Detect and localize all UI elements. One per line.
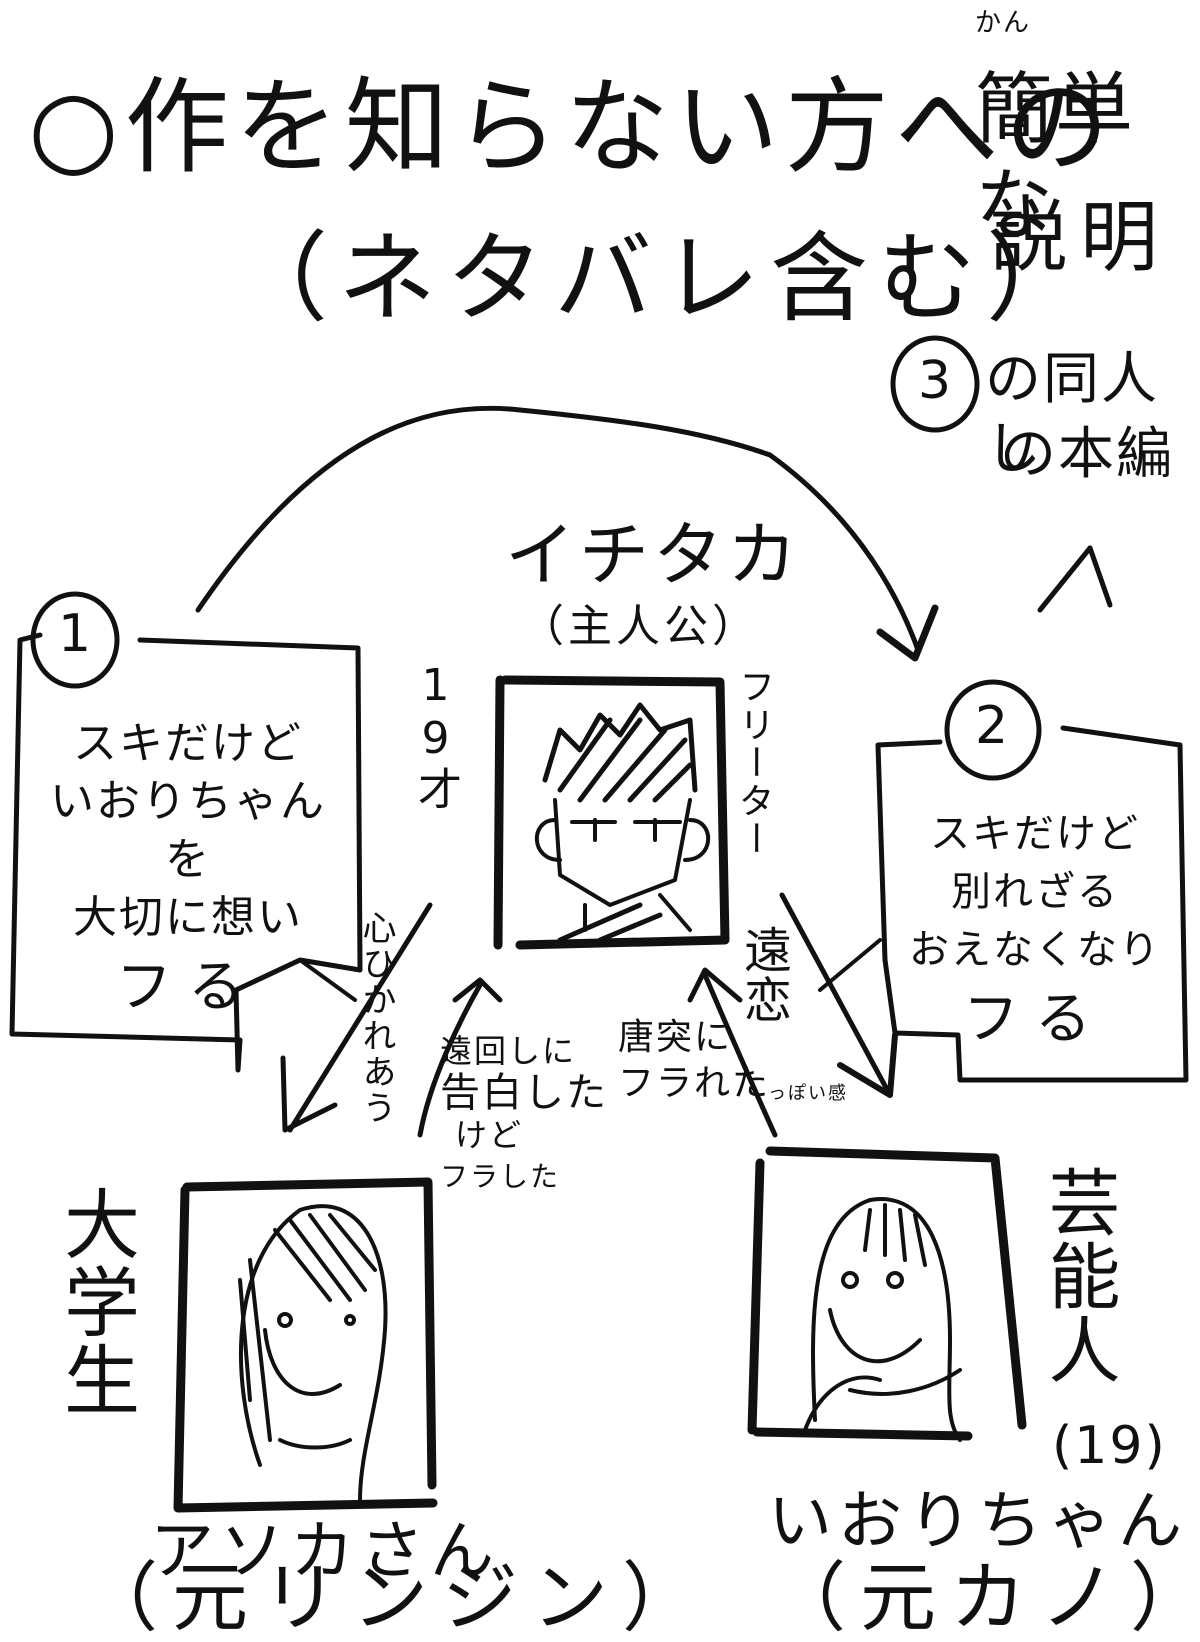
circle-3 [890, 335, 980, 433]
asoka-frame [173, 1177, 438, 1513]
protagonist-job: フリーター [733, 668, 774, 858]
arrow-protagonist-to-iori [779, 892, 893, 1098]
box-2-line-3: おえなくなり [909, 927, 1161, 973]
arc-arrow-1-to-2 [195, 405, 921, 653]
circle-2-number: 2 [975, 696, 1011, 756]
title-line-2: （ネタバレ含む） [230, 222, 1095, 336]
label-to-asoka: 心ひかれあう [356, 910, 396, 1126]
arrow-to-note-3 [1037, 545, 1093, 613]
title-side-stack: 説明 [990, 193, 1171, 283]
box-1-line-3: 大切に想い [73, 892, 303, 943]
label-from-asoka: 遠回しに 告白した けど フラした [440, 1030, 608, 1198]
box-2-line-2: 別れざる [951, 869, 1119, 915]
label-to-iori-note: っぽい感 [768, 1083, 848, 1104]
title-line-1: ○作を知らない方への [28, 66, 1115, 188]
protagonist-name: イチタカ [505, 514, 801, 596]
label-from-iori: 唐突に フラれた [618, 1015, 770, 1107]
asoka-side-label: 大学生 [51, 1185, 140, 1419]
box-1-text: スキだけど いおりちゃんを 大切に想い フる [28, 715, 348, 1017]
label-from-asoka-3: けど [455, 1116, 524, 1154]
protagonist-role: （主人公） [520, 601, 760, 652]
label-from-asoka-2: 告白した [440, 1070, 608, 1116]
box-1-outline [9, 632, 363, 1073]
protagonist-frame [493, 675, 730, 950]
iori-side-label: 芸能人 [1036, 1165, 1120, 1387]
box-2-outline [875, 725, 1189, 1083]
box-2-line-1: スキだけど [930, 811, 1140, 857]
label-from-iori-1: 唐突に [618, 1017, 733, 1058]
arc-arrowhead [876, 604, 939, 662]
arrow-asoka-to-protagonist [417, 982, 483, 1138]
iori-age: (19) [1052, 1416, 1167, 1476]
circle-1 [30, 591, 120, 689]
box-2-emphasis: フる [963, 987, 1107, 1052]
asoka-portrait [238, 1204, 388, 1502]
circle-2 [944, 679, 1042, 781]
iori-frame [747, 1146, 1027, 1441]
iori-relation: （元カノ） [770, 1553, 1200, 1642]
box-1-tail [298, 958, 357, 1002]
note-3-line-1: の同人し [985, 347, 1159, 482]
circle-1-number: 1 [58, 604, 94, 664]
arrow-iori-to-protagonist [702, 972, 778, 1138]
box-1-line-2: いおりちゃんを [50, 776, 326, 885]
arrow-protagonist-to-asoka [287, 902, 433, 1133]
box-2-text: スキだけど 別れざる おえなくなり フる [890, 805, 1180, 1049]
note-3-line-2: の本編 [1000, 422, 1174, 487]
protagonist-portrait [534, 702, 711, 943]
box-1-emphasis: フる [116, 955, 260, 1020]
iori-name: いおりちゃん [768, 1485, 1188, 1559]
label-to-iori: 遠恋 [735, 925, 791, 1025]
circle-3-number: 3 [918, 351, 954, 411]
label-from-asoka-4: フラした [440, 1160, 561, 1193]
title-kanji-stack: 簡単な [975, 65, 1136, 251]
box-1-line-1: スキだけど [73, 718, 303, 769]
label-from-iori-2: フラれた [618, 1063, 771, 1104]
label-from-asoka-1: 遠回しに [440, 1032, 577, 1070]
iori-portrait [803, 1197, 962, 1442]
asoka-name: アソカさん [150, 1515, 500, 1589]
asoka-relation: （元リンジン） [82, 1553, 712, 1642]
protagonist-age: 19才 [410, 660, 461, 812]
title-furigana: かん [975, 8, 1032, 38]
